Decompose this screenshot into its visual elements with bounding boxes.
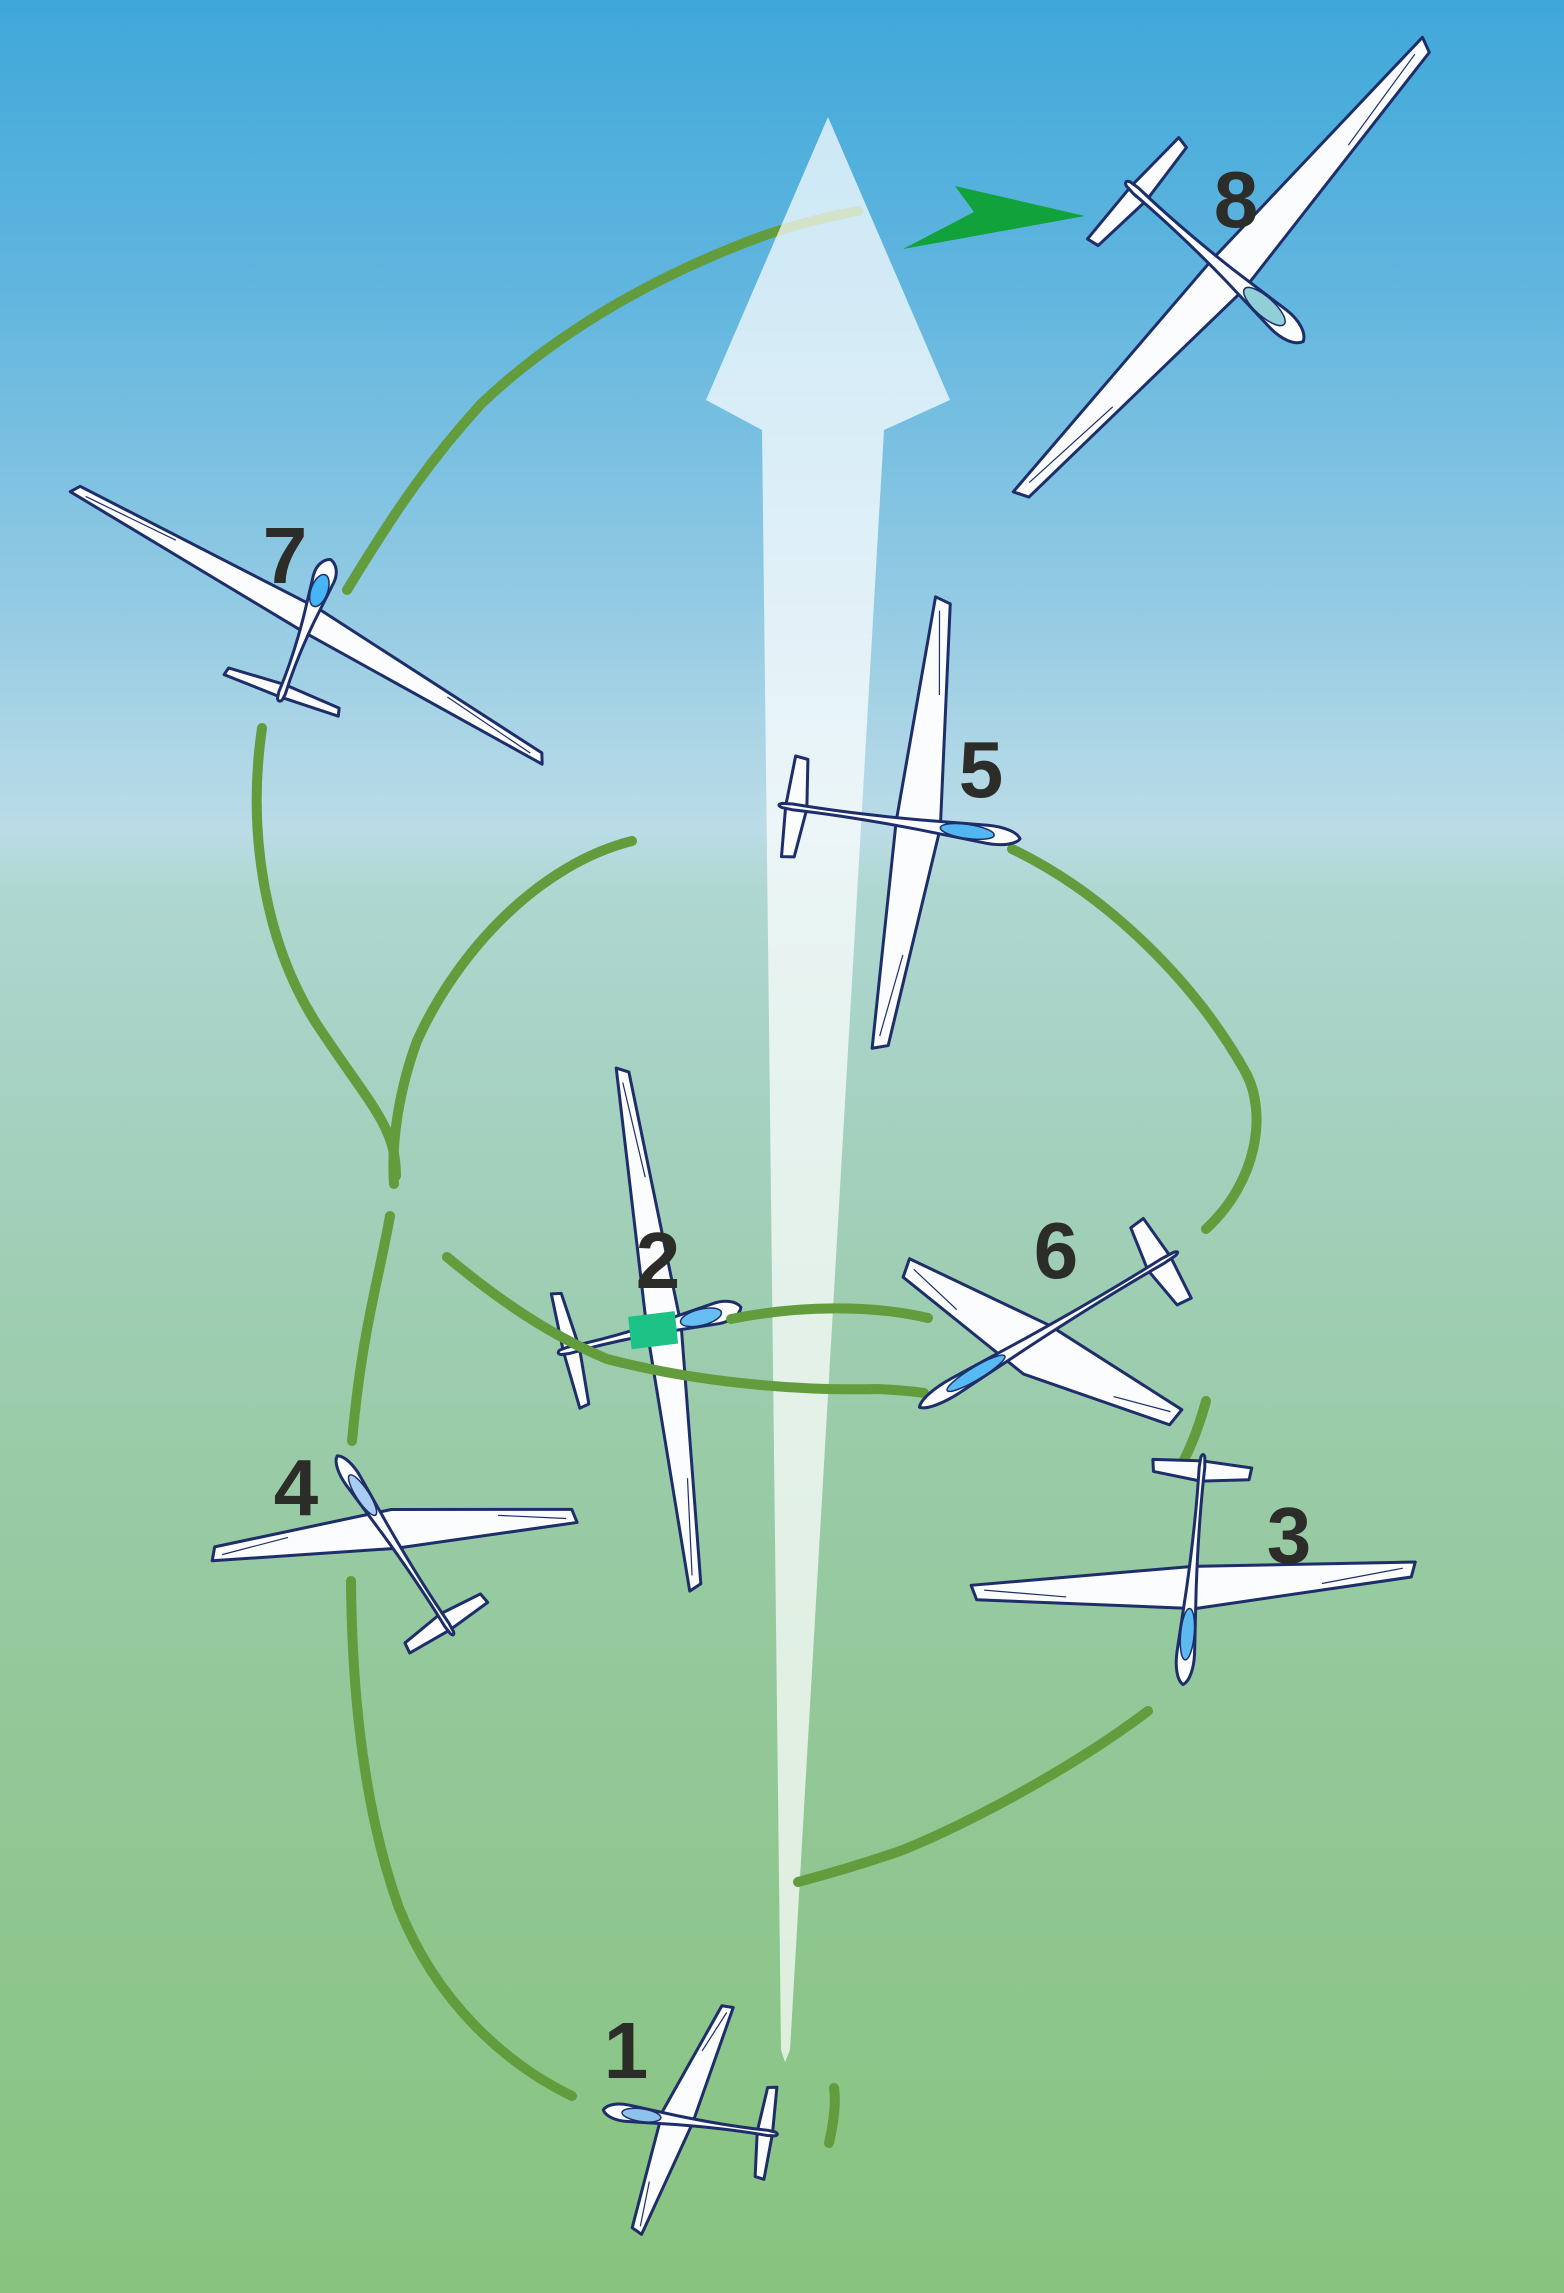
spiral-arc-front-6	[824, 2083, 840, 2148]
spiral-arc-front-4	[793, 1706, 1153, 1887]
glider-label-6: 6	[1034, 1206, 1079, 1295]
glider-1	[587, 1985, 795, 2252]
glider-7-wing-panel-lines	[86, 490, 534, 753]
spiral-arc-front-5	[1179, 1396, 1211, 1465]
glider-2-marker-band	[628, 1311, 679, 1350]
spiral-arc-back-3	[1007, 844, 1262, 1234]
glider-2-layer	[495, 1052, 806, 1611]
glider-6-canopy-icon	[944, 1350, 1008, 1396]
glider-number-labels: 1 2 3 4 5 6 7 8	[263, 155, 1312, 2095]
glider-label-1: 1	[604, 2006, 649, 2095]
glider-5-canopy-icon	[939, 821, 995, 842]
glider-label-4: 4	[274, 1443, 319, 1532]
spiral-arc-back-2	[388, 836, 637, 1189]
glider-8-canopy-icon	[1238, 282, 1290, 331]
glider-5	[747, 579, 1052, 1064]
glider-4	[194, 1351, 604, 1725]
glider-6	[849, 1135, 1260, 1545]
glider-2	[495, 1052, 806, 1611]
glider-8	[921, 0, 1507, 569]
glider-label-8: 8	[1214, 155, 1259, 244]
glider-label-2: 2	[636, 1216, 681, 1305]
glider-3	[963, 1435, 1428, 1704]
glider-label-5: 5	[959, 725, 1004, 814]
glider-label-7: 7	[263, 511, 308, 600]
glider-6-wing-panel-lines	[907, 1269, 1171, 1424]
gliders-layer	[27, 0, 1508, 2252]
exit-direction-arrowhead-icon	[903, 186, 1085, 249]
spiral-arc-mid-1	[726, 1303, 933, 1324]
thermal-updraft-arrow-icon	[706, 117, 950, 2062]
glider-2-canopy-icon	[679, 1304, 724, 1330]
glider-3-wing-panel-lines	[984, 1568, 1403, 1601]
glider-4-canopy-icon	[344, 1472, 381, 1519]
glider-4-wing-panel-lines	[221, 1508, 566, 1554]
spiral-arc-mid-2	[442, 1252, 929, 1398]
glider-7-canopy-icon	[306, 572, 333, 609]
glider-7	[27, 468, 587, 795]
spiral-arc-front-2	[347, 1211, 395, 1446]
spiral-arc-front-1	[251, 723, 401, 1181]
glider-2-wing-panel-lines	[623, 1081, 701, 1575]
spiral-path-over-glider2	[442, 1252, 933, 1398]
glider-3-canopy-icon	[1178, 1608, 1196, 1661]
spiral-path-front	[251, 723, 1211, 2148]
glider-label-3: 3	[1267, 1491, 1312, 1580]
glider-5-wing-panel-lines	[880, 611, 951, 1038]
spiral-arc-front-3	[346, 1576, 577, 2101]
glider-1-wing-panel-lines	[633, 2009, 727, 2226]
glider-1-canopy-icon	[621, 2106, 662, 2124]
glider-8-wing-panel-lines	[1029, 54, 1423, 490]
